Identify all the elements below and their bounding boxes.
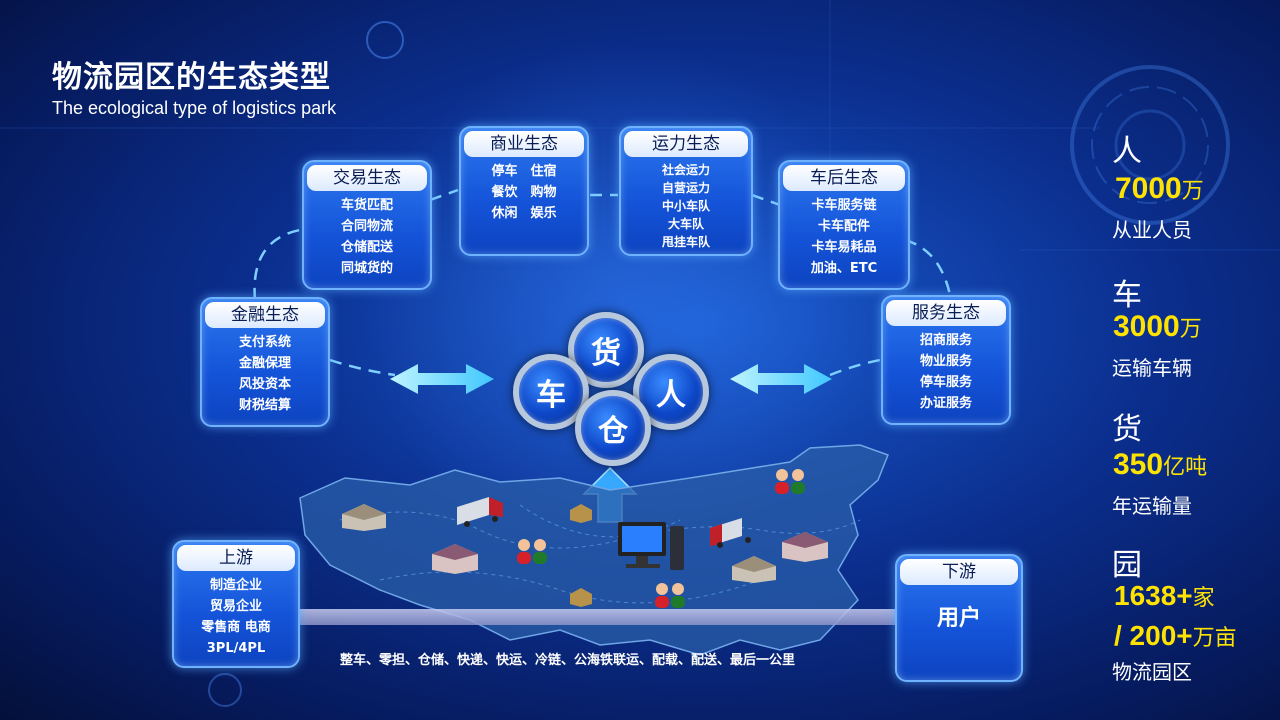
box-item: 加油、ETC	[810, 261, 878, 276]
box-title: 下游	[900, 559, 1018, 585]
box-item: 风投资本	[238, 377, 291, 392]
stat-description: 物流园区	[1112, 660, 1192, 684]
box-item: 财税结算	[238, 398, 291, 413]
stat-category: 货	[1112, 412, 1142, 447]
box-item: 办证服务	[919, 396, 972, 411]
box-title: 服务生态	[886, 300, 1006, 326]
box-item: 卡车服务链	[811, 198, 877, 213]
warehouse-icon	[782, 532, 828, 562]
stat-value: 7000万	[1115, 172, 1204, 205]
box-item: 大车队	[667, 217, 704, 231]
stat-value-secondary: / 200+万亩	[1114, 620, 1237, 651]
supply-chain-bar	[296, 609, 896, 625]
stat-description: 年运输量	[1112, 494, 1192, 518]
box-item: 车货匹配	[340, 198, 393, 213]
truck-icon	[457, 497, 503, 527]
aftermarket-ecosystem-box: 车后生态 卡车服务链 卡车配件 卡车易耗品 加油、ETC	[778, 160, 910, 290]
stat-description: 运输车辆	[1112, 356, 1192, 380]
warehouse-icon	[342, 504, 386, 531]
warehouse-icon	[432, 544, 478, 574]
commerce-ecosystem-box: 商业生态 停车 住宿 餐饮 购物 休闲 娱乐	[459, 126, 589, 256]
box-title: 上游	[177, 545, 295, 571]
service-ecosystem-box: 服务生态 招商服务 物业服务 停车服务 办证服务	[881, 295, 1011, 425]
hub-people-circle: 人	[633, 354, 709, 430]
people-icon	[655, 583, 685, 608]
box-item: 仓储配送	[340, 240, 393, 255]
box-item: 中小车队	[661, 199, 710, 213]
box-icon	[570, 504, 592, 523]
box-item: 休闲 娱乐	[491, 206, 557, 221]
box-title: 运力生态	[624, 131, 748, 157]
stat-category: 园	[1112, 548, 1142, 583]
upstream-box: 上游 制造企业 贸易企业 零售商 电商 3PL/4PL	[172, 540, 300, 668]
stat-category: 人	[1112, 134, 1142, 169]
stat-category: 车	[1112, 278, 1142, 313]
box-title: 车后生态	[783, 165, 905, 191]
left-double-arrow	[390, 364, 494, 394]
people-icon	[775, 469, 805, 494]
box-item: 制造企业	[209, 578, 262, 593]
stat-value: 350亿吨	[1113, 448, 1208, 481]
box-item: 社会运力	[661, 163, 710, 177]
right-double-arrow	[730, 364, 832, 394]
hub-warehouse-circle: 仓	[575, 390, 651, 466]
capacity-ecosystem-box: 运力生态 社会运力 自营运力 中小车队 大车队 甩挂车队	[619, 126, 753, 256]
box-item: 支付系统	[238, 335, 291, 350]
box-item: 同城货的	[340, 261, 393, 276]
box-item: 招商服务	[919, 333, 972, 348]
finance-ecosystem-box: 金融生态 支付系统 金融保理 风投资本 财税结算	[200, 297, 330, 427]
box-title: 交易生态	[307, 165, 427, 191]
box-item: 物业服务	[919, 354, 972, 369]
people-icon	[517, 539, 547, 564]
box-icon	[570, 588, 592, 607]
box-item: 自营运力	[661, 181, 710, 195]
box-item: 贸易企业	[209, 599, 262, 614]
computer-icon	[618, 522, 684, 570]
page-title: 物流园区的生态类型	[52, 60, 331, 95]
page-subtitle: The ecological type of logistics park	[52, 98, 337, 118]
stat-description: 从业人员	[1112, 218, 1192, 242]
stat-value: 1638+家	[1114, 580, 1215, 611]
box-title: 商业生态	[464, 131, 584, 157]
services-line: 整车、零担、仓储、快递、快运、冷链、公海铁联运、配载、配送、最后一公里	[340, 653, 796, 668]
downstream-box: 下游 用户	[895, 554, 1023, 682]
box-title: 金融生态	[205, 302, 325, 328]
box-item: 合同物流	[340, 219, 393, 234]
trade-ecosystem-box: 交易生态 车货匹配 合同物流 仓储配送 同城货的	[302, 160, 432, 290]
box-item: 3PL/4PL	[206, 641, 266, 656]
box-item: 停车服务	[919, 375, 972, 390]
box-item: 卡车易耗品	[811, 240, 877, 255]
truck-icon	[710, 518, 751, 548]
stat-value: 3000万	[1113, 310, 1202, 343]
box-item: 甩挂车队	[661, 235, 710, 249]
warehouse-icon	[732, 556, 776, 583]
box-item: 卡车配件	[817, 219, 870, 234]
downstream-label: 用户	[936, 606, 981, 631]
box-item: 金融保理	[238, 356, 291, 371]
box-item: 餐饮 购物	[491, 185, 557, 200]
box-item: 停车 住宿	[491, 164, 557, 179]
box-item: 零售商 电商	[201, 620, 271, 635]
